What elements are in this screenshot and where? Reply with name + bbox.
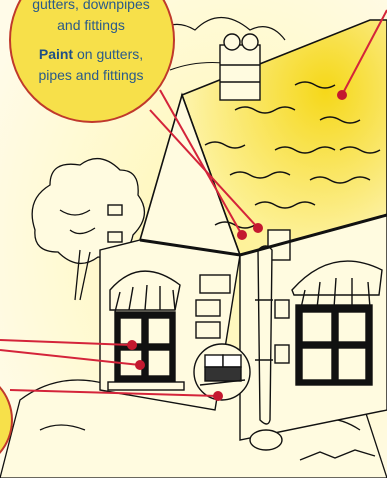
callout-line-3: Paint on gutters, [0, 44, 182, 65]
callout-line-2: and fittings [0, 15, 182, 36]
callout-top-text: gutters, downpipes and fittings Paint on… [0, 0, 182, 86]
marker-window-2 [135, 360, 145, 370]
marker-pipe [253, 223, 263, 233]
front-window [108, 271, 184, 390]
chimney [220, 34, 260, 100]
side-window [292, 261, 382, 385]
callout-line-4: pipes and fittings [0, 65, 182, 86]
callout-line-3-rest: on gutters, [73, 46, 143, 62]
cutaway-detail [194, 344, 250, 400]
callout-line-1: gutters, downpipes [0, 0, 182, 15]
marker-roof [337, 90, 347, 100]
marker-cutaway [213, 391, 223, 401]
marker-gutter [237, 230, 247, 240]
callout-bold-paint: Paint [39, 46, 73, 62]
marker-window-1 [127, 340, 137, 350]
